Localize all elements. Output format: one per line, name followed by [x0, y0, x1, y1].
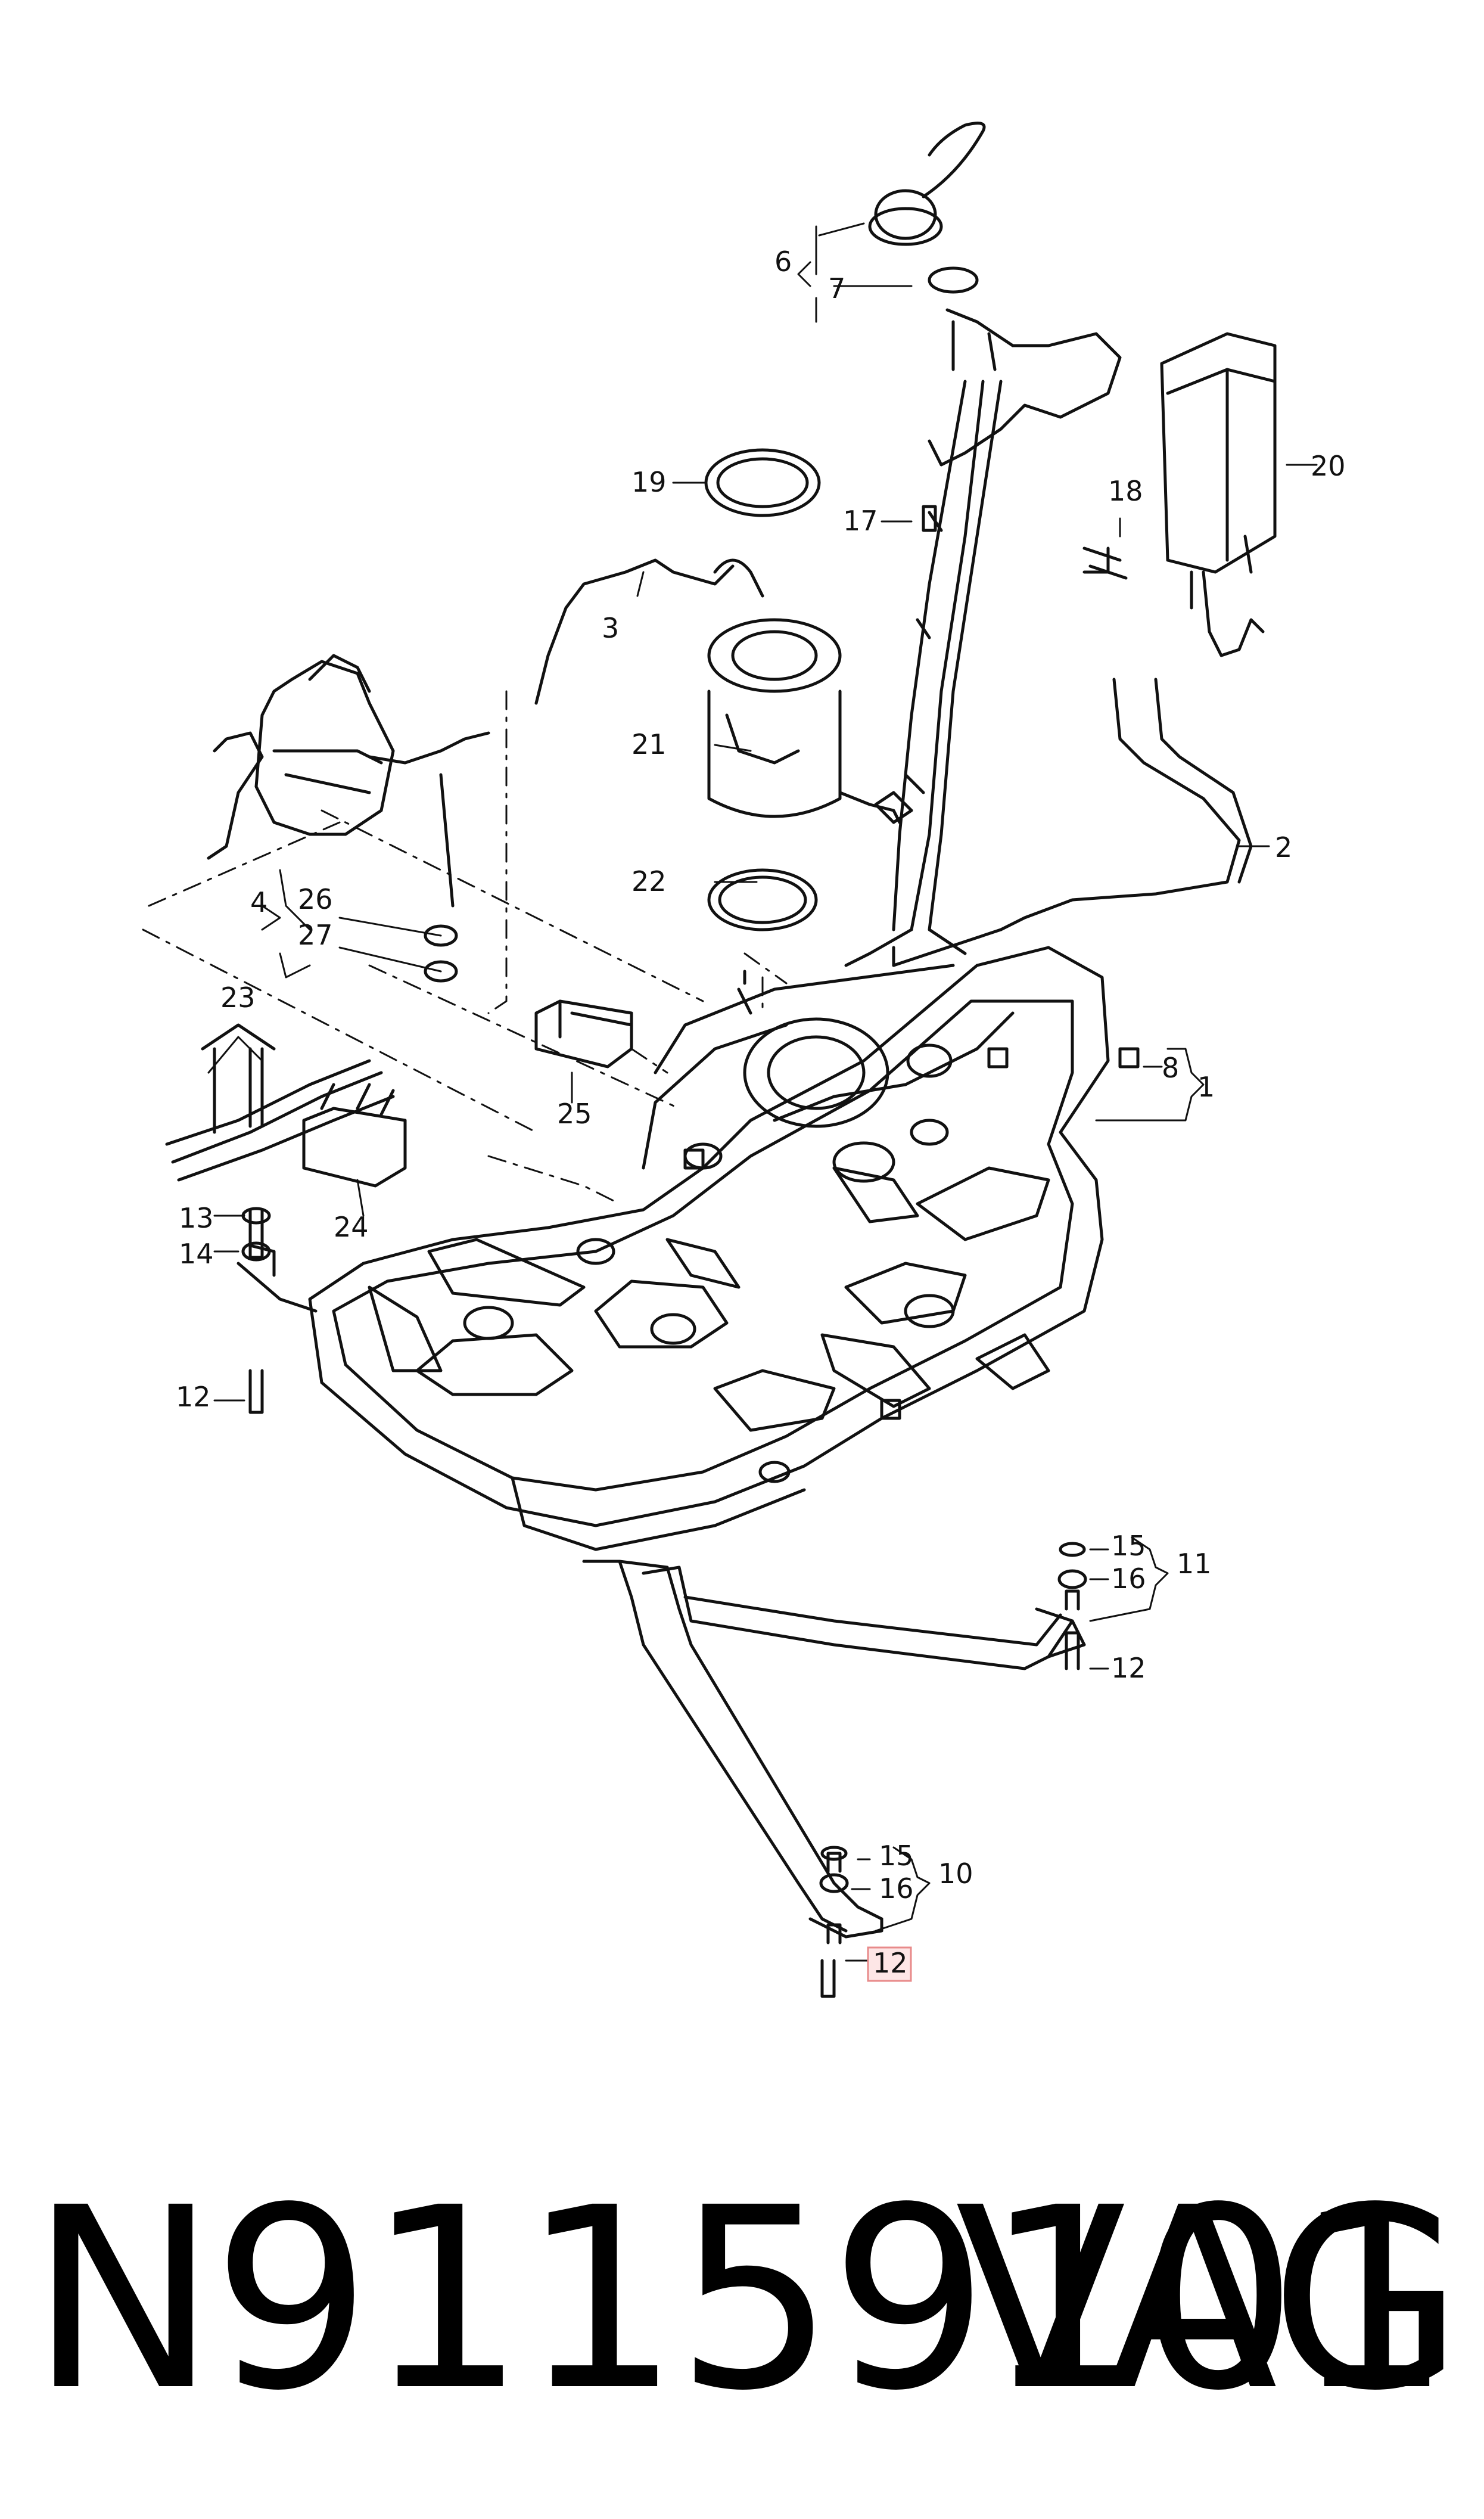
- callout-label: 19: [631, 466, 667, 498]
- callout-label: 18: [1108, 475, 1143, 507]
- seal-rings: [704, 448, 821, 931]
- callout-label: 13: [179, 1202, 214, 1234]
- callout-label: 10: [938, 1858, 973, 1890]
- fuel-control-unit: [207, 654, 490, 908]
- callout-label: 27: [298, 919, 333, 951]
- footer: N91159101 VAG: [0, 2145, 1484, 2455]
- brand-label: VAG: [955, 2154, 1464, 2446]
- callout-label: 12: [1111, 1652, 1146, 1684]
- filler-neck: [844, 122, 1122, 967]
- callout-label: 22: [631, 865, 667, 897]
- fuel-pump: [707, 558, 913, 824]
- callout-label: 14: [179, 1238, 214, 1270]
- carbon-canister: [1160, 332, 1277, 657]
- callout-label: 6: [774, 246, 792, 278]
- callout-label: 2: [1275, 831, 1292, 864]
- callout-label-highlighted: 12: [873, 1947, 908, 1979]
- callout-labels: 1 2 3 4 6 7 8 10 11 12 12 12 13 14 15 15…: [176, 246, 1346, 1979]
- callout-label: 20: [1311, 450, 1346, 482]
- part-number: N91159101: [30, 2154, 1452, 2446]
- assembly-lines: [142, 690, 788, 1205]
- callout-label: 23: [220, 981, 256, 1014]
- diagram-svg: 1 2 3 4 6 7 8 10 11 12 12 12 13 14 15 15…: [142, 122, 1346, 1998]
- callout-label: 16: [1111, 1563, 1146, 1595]
- callout-label: 7: [828, 272, 845, 305]
- callout-label: 12: [176, 1381, 211, 1413]
- callout-label: 15: [1111, 1530, 1146, 1562]
- callout-label: 1: [1197, 1071, 1215, 1103]
- exploded-parts-diagram: 1 2 3 4 6 7 8 10 11 12 12 12 13 14 15 15…: [142, 122, 1346, 1998]
- leader-lines: [207, 222, 1318, 1962]
- fuel-lines: [534, 558, 1253, 967]
- fuel-tank: [237, 946, 1140, 1551]
- callout-label: 25: [557, 1098, 592, 1130]
- callout-label: 16: [879, 1872, 914, 1905]
- callout-label: 21: [631, 728, 667, 760]
- callout-highlight-box: [867, 1946, 912, 1982]
- callout-label: 11: [1177, 1548, 1212, 1580]
- callout-label: 8: [1162, 1052, 1179, 1084]
- callout-label: 3: [602, 612, 619, 644]
- callout-label: 4: [250, 886, 267, 918]
- sensor-and-clip: [302, 999, 633, 1188]
- pipes: [165, 1023, 395, 1182]
- callout-label: 26: [298, 883, 333, 915]
- fasteners: [241, 505, 1128, 1998]
- tank-straps: [582, 1560, 1086, 1939]
- callout-label: 24: [334, 1211, 369, 1243]
- callout-label: 17: [843, 505, 878, 537]
- callout-label: 15: [879, 1840, 914, 1872]
